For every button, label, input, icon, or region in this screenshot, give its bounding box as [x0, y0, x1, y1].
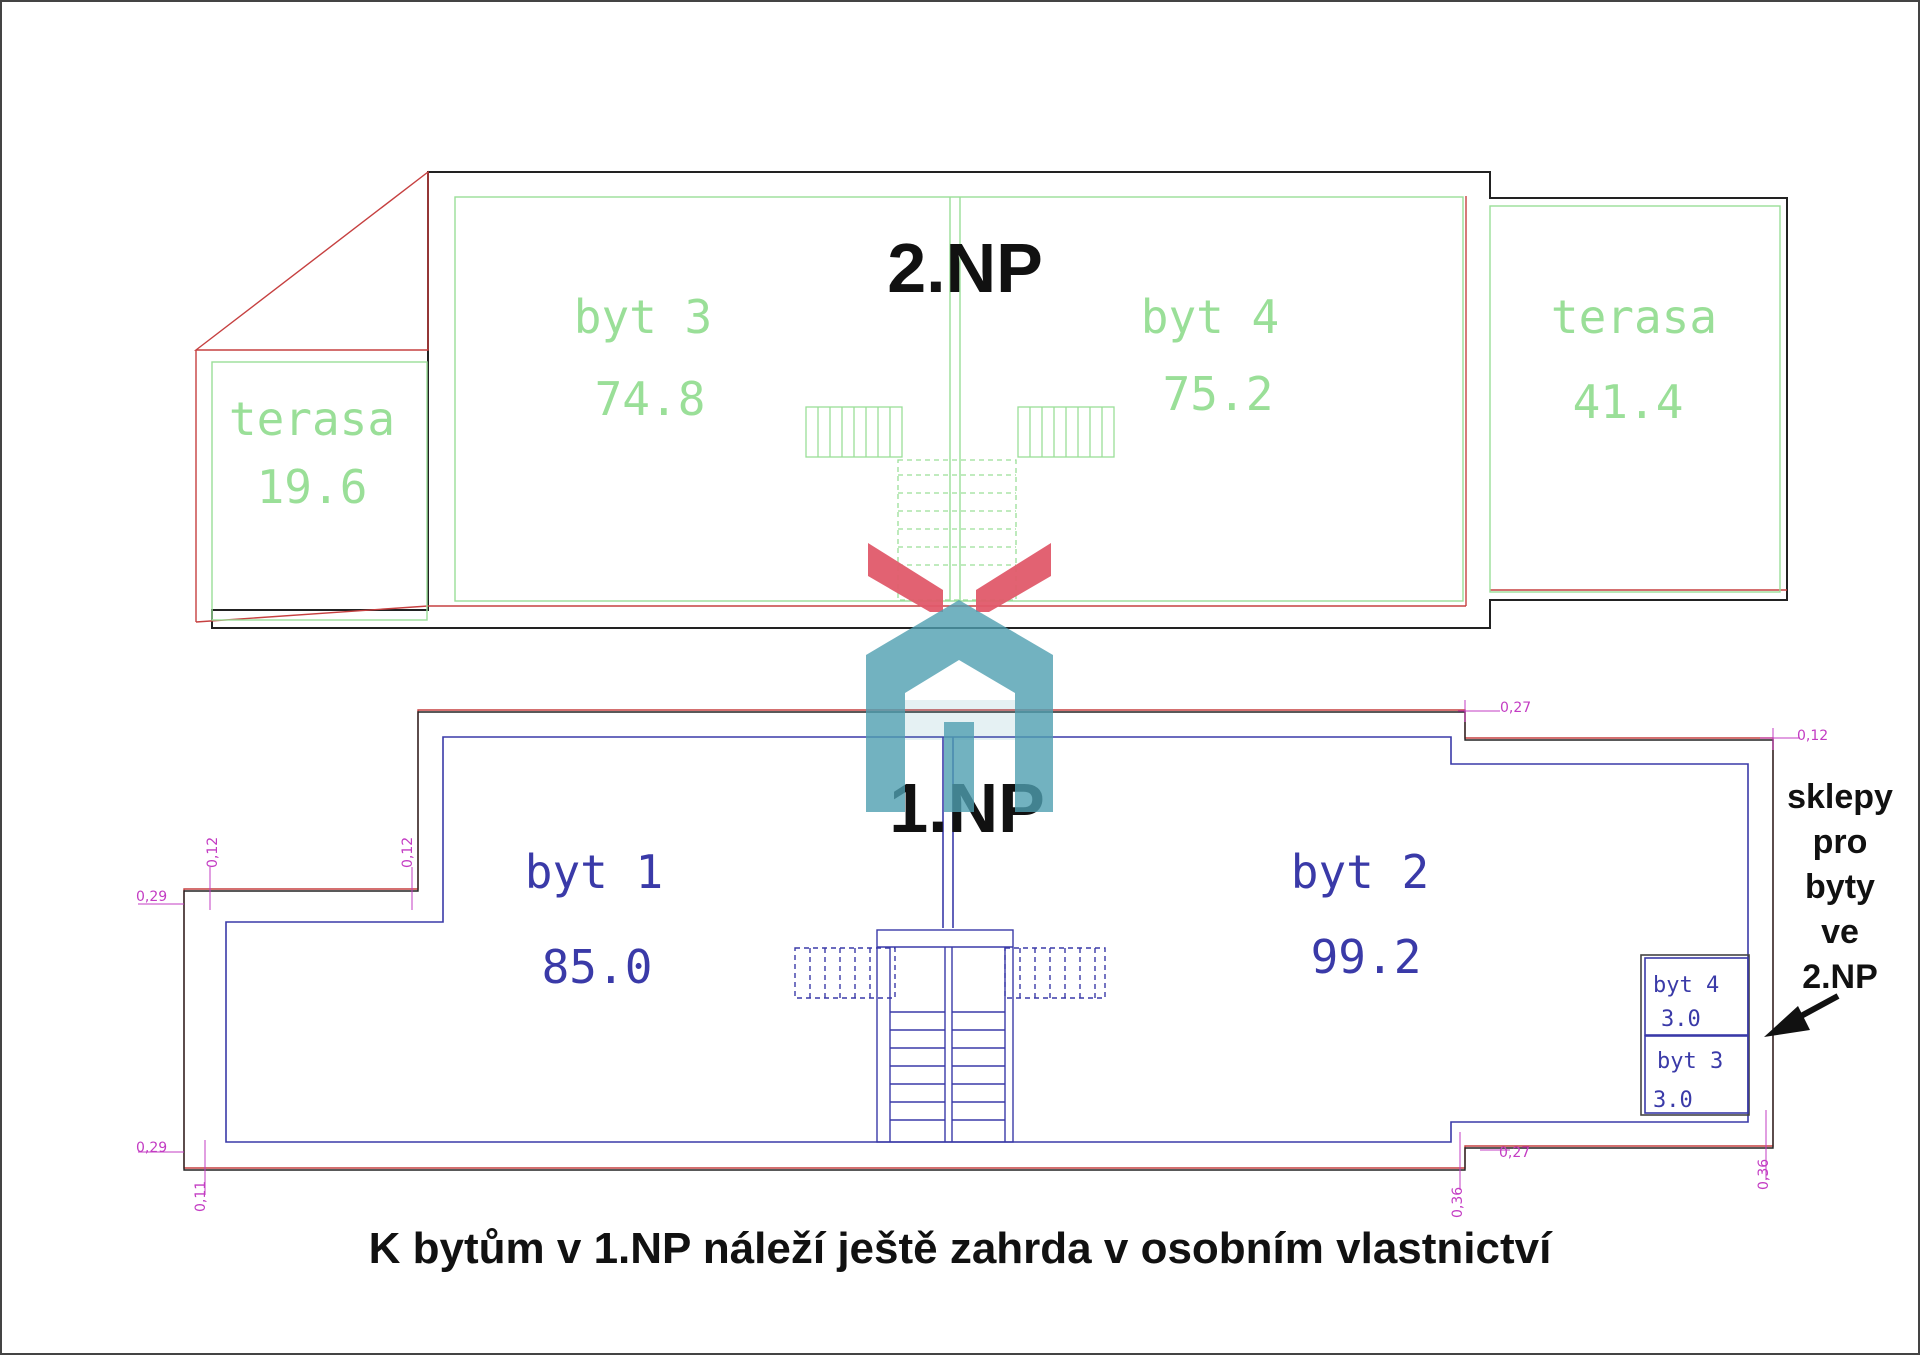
- footer-note: K bytům v 1.NP náleží ještě zahrda v oso…: [369, 1224, 1553, 1273]
- dimension-label: 0,12: [400, 837, 416, 868]
- dimension-label: 0,27: [1500, 700, 1531, 716]
- terrace-right-outline: [1489, 205, 1781, 593]
- cellar-note-line-2: pro: [1813, 823, 1868, 861]
- cellar-note-line-1: sklepy: [1787, 778, 1893, 816]
- cellar-note-line-5: 2.NP: [1802, 958, 1878, 996]
- dimension-label: 0,11: [193, 1181, 209, 1212]
- arrow-icon: [1764, 993, 1840, 1037]
- dimension-lines: [138, 700, 1800, 1195]
- lower-floor-outline: [183, 711, 1774, 1171]
- room-area-byt-3: 74.8: [595, 372, 706, 426]
- room-name-terasa-left: terasa: [229, 392, 395, 446]
- room-name-byt-2: byt 2: [1291, 845, 1429, 899]
- cellars: [1640, 954, 1750, 1116]
- dimension-label: 0,12: [205, 837, 221, 868]
- room-name-byt-1: byt 1: [525, 845, 663, 899]
- cellar-note-line-4: ve: [1821, 913, 1859, 951]
- cellar-area-byt-4: 3.0: [1661, 1007, 1701, 1032]
- upper-floor-outline: [211, 171, 1788, 629]
- room-area-terasa-left: 19.6: [257, 460, 368, 514]
- room-name-byt-4: byt 4: [1141, 290, 1279, 344]
- cellar-note: sklepy pro byty ve 2.NP: [1787, 778, 1893, 996]
- dimension-label: 0,36: [1450, 1187, 1466, 1218]
- cellar-area-byt-3: 3.0: [1653, 1088, 1693, 1113]
- room-name-terasa-right: terasa: [1551, 290, 1717, 344]
- room-name-byt-3: byt 3: [574, 290, 712, 344]
- room-area-byt-4: 75.2: [1163, 367, 1274, 421]
- house-logo-icon: [866, 543, 1053, 812]
- lower-staircase: [794, 929, 1106, 1143]
- cellar-name-byt-3: byt 3: [1657, 1049, 1723, 1074]
- upper-floor-label: 2.NP: [887, 229, 1043, 307]
- dimension-label: 0,36: [1756, 1159, 1772, 1190]
- upper-floor-outer-line: [193, 170, 429, 351]
- terrace-left-outline: [211, 361, 428, 621]
- upper-staircase: [805, 406, 1115, 601]
- dimension-label: 0,12: [1797, 728, 1828, 744]
- room-area-byt-2: 99.2: [1311, 930, 1422, 984]
- dimension-label: 0,29: [136, 1140, 167, 1156]
- lower-floor-plan: byt 4 3.0 byt 3 3.0 1.NP byt 1 85.0 byt …: [136, 700, 1828, 1218]
- lower-floor-inner-outline: [225, 736, 1749, 1143]
- cellar-note-line-3: byty: [1805, 868, 1875, 906]
- room-area-terasa-right: 41.4: [1573, 375, 1684, 429]
- dimension-label: 0,29: [136, 889, 167, 905]
- room-area-byt-1: 85.0: [542, 940, 653, 994]
- cellar-name-byt-4: byt 4: [1653, 973, 1719, 998]
- dimension-label: 0,27: [1499, 1145, 1530, 1161]
- upper-floor-plan: 2.NP byt 3 74.8 byt 4 75.2 terasa 19.6 t…: [193, 170, 1788, 629]
